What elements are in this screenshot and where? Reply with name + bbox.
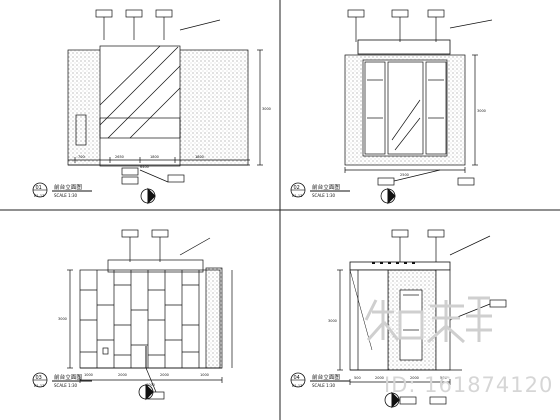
panel-sheet-ref: E1-13	[292, 194, 302, 198]
watermark-id: ID: 161874120	[384, 373, 553, 397]
panel-title: 前台立面图	[312, 373, 340, 381]
panel-number: 03	[36, 375, 42, 381]
panel-title: 前台立面图	[54, 183, 82, 191]
panel-scale: SCALE 1:30	[54, 193, 78, 198]
elevation-panel-02	[344, 9, 493, 186]
watermark: ID: 161874120	[364, 296, 553, 397]
dim-label: 500	[354, 376, 361, 380]
dim-side: 3000	[477, 109, 486, 113]
panel-sheet-ref: E1-13	[292, 384, 302, 388]
dim-side: 3000	[58, 317, 67, 321]
dim-total: 6400	[140, 165, 149, 169]
panel-number: 04	[294, 375, 300, 381]
dim-side: 3000	[328, 319, 337, 323]
panel-sheet-ref: E1-13	[34, 194, 44, 198]
dim-label: 2650	[115, 155, 124, 159]
panel-02-title-block	[290, 182, 396, 205]
elevation-panel-01	[67, 9, 263, 185]
dim-label: 1800	[150, 155, 159, 159]
panel-number: 01	[36, 185, 42, 191]
dim-total: 6000	[146, 383, 155, 387]
watermark-logo-icon	[364, 296, 492, 344]
dim-label: 2000	[160, 373, 169, 377]
panel-title: 前台立面图	[312, 183, 340, 191]
elevation-panel-03	[67, 229, 233, 400]
panel-title: 前台立面图	[54, 373, 82, 381]
dim-label: 1800	[195, 155, 204, 159]
dim-label: 2000	[375, 376, 384, 380]
panel-03-title-block	[32, 372, 154, 401]
dim-label: 1000	[84, 373, 93, 377]
panel-04-title-block	[290, 372, 400, 409]
dim-label: 2000	[410, 376, 419, 380]
dim-side: 3000	[262, 107, 271, 111]
panel-number: 02	[294, 185, 300, 191]
dim-label: 500	[440, 376, 447, 380]
panel-01-title-block	[32, 182, 156, 205]
dim-label: 700	[78, 155, 85, 159]
panel-01-dim-labels: 700 2650 1800 1800 6400 3000	[78, 107, 271, 169]
dim-label: 2500	[400, 173, 409, 177]
panel-scale: SCALE 1:30	[312, 193, 336, 198]
dim-label: 2000	[118, 373, 127, 377]
panel-scale: SCALE 1:30	[312, 383, 336, 388]
panel-scale: SCALE 1:30	[54, 383, 78, 388]
panel-sheet-ref: E1-13	[34, 384, 44, 388]
dim-label: 1000	[200, 373, 209, 377]
elevation-panel-04	[337, 229, 507, 405]
